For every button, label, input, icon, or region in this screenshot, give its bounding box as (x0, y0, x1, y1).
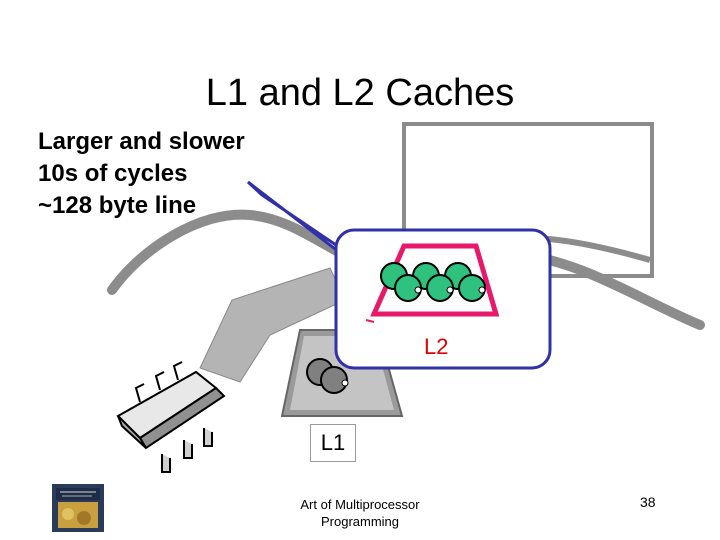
page-number: 38 (640, 494, 656, 510)
l2-cache-line-ball (394, 274, 422, 302)
slide-title: L1 and L2 Caches (205, 72, 515, 114)
l2-label: L2 (424, 334, 449, 359)
processor-chip (116, 361, 226, 473)
l1-label: L1 (310, 424, 356, 462)
book-cover-icon (52, 484, 104, 532)
bullet-larger-slower: Larger and slower (38, 128, 245, 155)
l2-cache-line-dot (478, 286, 486, 294)
l2-cache-lines (380, 262, 486, 302)
l2-cache-line-dot (446, 286, 454, 294)
footer-line-1: Art of Multiprocessor (300, 497, 420, 512)
l1-cache-lines (306, 358, 349, 394)
l2-cache-line-ball (426, 274, 454, 302)
bullet-list: Larger and slower 10s of cycles ~128 byt… (38, 126, 245, 222)
footer-line-2: Programming (320, 514, 400, 529)
l2-cache-line-dot (414, 286, 422, 294)
l2-tick (365, 319, 375, 323)
bullet-line-size: ~128 byte line (38, 192, 197, 219)
l2-cache-line-ball (458, 274, 486, 302)
bullet-cycles: 10s of cycles (38, 160, 188, 187)
footer-text: Art of Multiprocessor Programming (290, 496, 430, 530)
